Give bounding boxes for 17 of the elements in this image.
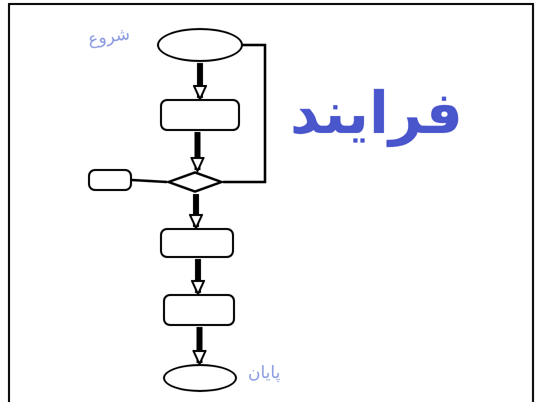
handwritten-label: شروع xyxy=(86,25,132,50)
handwritten-label: پایان xyxy=(248,364,280,383)
block-arrow xyxy=(191,259,205,295)
terminal-ellipse xyxy=(157,28,243,62)
process-box xyxy=(88,169,132,191)
process-box xyxy=(163,294,235,326)
decision-diamond xyxy=(167,171,223,193)
block-arrow xyxy=(192,327,206,365)
process-box xyxy=(160,228,234,258)
process-box xyxy=(160,99,240,131)
block-arrow xyxy=(190,132,204,172)
title: فرایند xyxy=(290,82,463,146)
block-arrow xyxy=(193,63,207,100)
connector-line xyxy=(132,178,168,184)
block-arrow xyxy=(189,194,203,229)
connector-line xyxy=(223,44,266,184)
terminal-ellipse xyxy=(163,364,237,392)
